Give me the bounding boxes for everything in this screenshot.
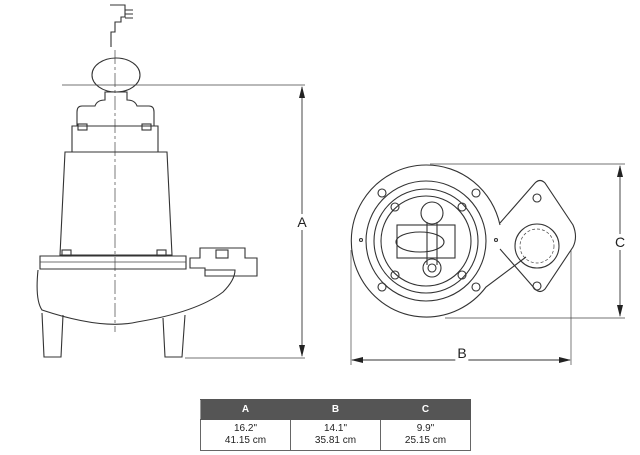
cell-c: 9.9"25.15 cm — [380, 419, 471, 451]
value-inches: 9.9" — [416, 423, 435, 434]
side-view — [36, 4, 305, 359]
value-inches: 16.2" — [233, 423, 257, 434]
table-row: 16.2"41.15 cm 14.1"35.81 cm 9.9"25.15 cm — [200, 419, 471, 451]
value-inches: 14.1" — [323, 423, 347, 434]
cell-b: 14.1"35.81 cm — [290, 419, 381, 451]
dimension-label-c: C — [612, 234, 628, 250]
header-c: C — [380, 399, 471, 420]
dimension-label-a: A — [295, 214, 309, 230]
dimension-label-b: B — [455, 345, 469, 361]
header-b: B — [290, 399, 381, 420]
dimensions-table: A B C 16.2"41.15 cm 14.1"35.81 cm 9.9"25… — [200, 399, 471, 451]
value-cm: 25.15 cm — [404, 435, 447, 446]
table-header-row: A B C — [200, 399, 471, 420]
value-cm: 35.81 cm — [314, 435, 357, 446]
cell-a: 16.2"41.15 cm — [200, 419, 291, 451]
value-cm: 41.15 cm — [224, 435, 267, 446]
top-view — [350, 163, 625, 365]
header-a: A — [200, 399, 291, 420]
